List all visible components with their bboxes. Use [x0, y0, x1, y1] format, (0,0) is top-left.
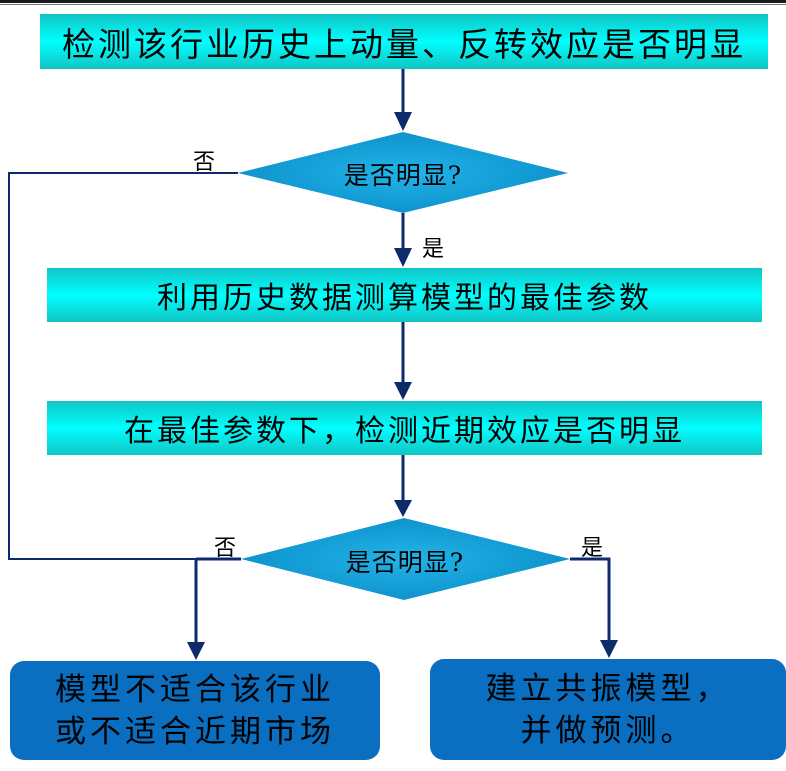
step3-box: 在最佳参数下，检测近期效应是否明显: [47, 401, 762, 455]
top-border-line: [0, 0, 786, 3]
outcome-yes-line2: 并做预测。: [520, 712, 696, 749]
outcome-no-line2: 或不适合近期市场: [55, 713, 335, 750]
top-border-line-thin: [0, 4, 786, 5]
arrowhead-decision1: [394, 112, 412, 131]
arrowhead-step3: [394, 382, 412, 400]
step1-box: 检测该行业历史上动量、反转效应是否明显: [40, 14, 768, 69]
decision2-text: 是否明显?: [345, 548, 465, 577]
decision2-yes-label: 是: [581, 536, 604, 561]
outcome-yes-box: 建立共振模型， 并做预测。: [430, 659, 786, 760]
decision2-no-label: 否: [214, 536, 237, 561]
arrowhead-outcome-yes: [600, 640, 618, 658]
decision1-diamond: [238, 132, 568, 213]
decision1-yes-label: 是: [422, 237, 445, 262]
step1-text: 检测该行业历史上动量、反转效应是否明显: [62, 24, 746, 64]
step2-box: 利用历史数据测算模型的最佳参数: [47, 268, 762, 322]
outcome-yes-line1: 建立共振模型，: [485, 670, 731, 707]
arrowhead-decision2: [394, 500, 412, 517]
loop-connector-no: [8, 172, 241, 560]
decision1-no-label: 否: [193, 150, 216, 175]
arrowhead-step2: [394, 248, 412, 267]
arrowhead-outcome-no: [187, 642, 205, 660]
decision2-diamond: [241, 518, 570, 600]
step2-text: 利用历史数据测算模型的最佳参数: [157, 281, 652, 316]
outcome-no-line1: 模型不适合该行业: [55, 671, 335, 708]
step3-text: 在最佳参数下，检测近期效应是否明显: [124, 414, 685, 449]
connector-decision2-yes: [570, 557, 611, 640]
decision1-text: 是否明显?: [343, 161, 463, 190]
outcome-no-box: 模型不适合该行业 或不适合近期市场: [10, 661, 380, 760]
